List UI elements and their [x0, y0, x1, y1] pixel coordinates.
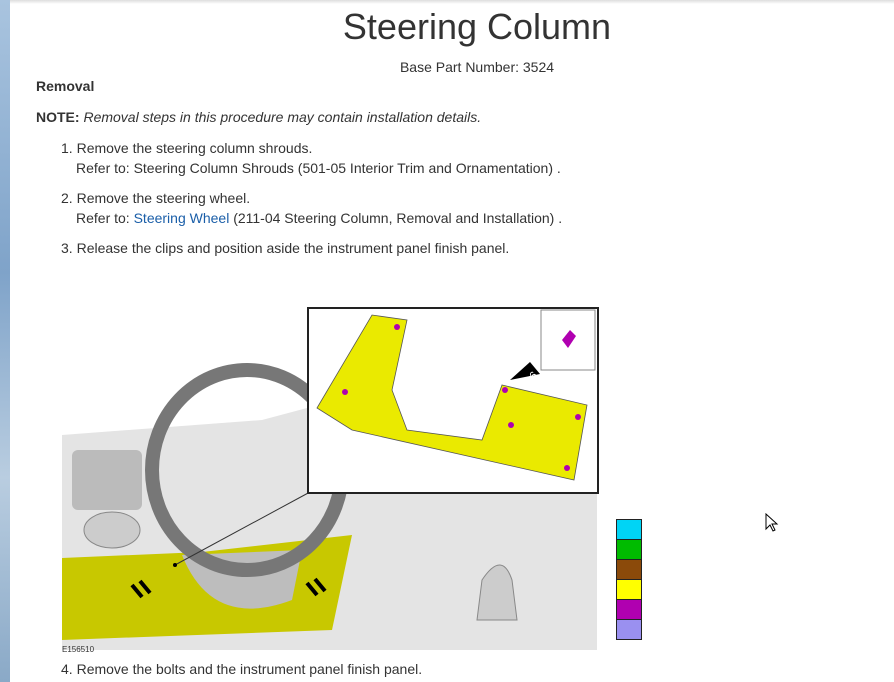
step-text: Remove the steering column shrouds. [76, 140, 313, 156]
step-2: 2. Remove the steering wheel. [61, 190, 250, 206]
callout-arrow [510, 362, 540, 380]
procedure-illustration: x6 E156510 [62, 307, 599, 654]
step-1-reference: Refer to: Steering Column Shrouds (501-0… [76, 160, 561, 176]
clip-markers [342, 324, 581, 471]
note-label: NOTE: [36, 109, 80, 125]
step-number: 1. [61, 140, 73, 156]
gear-shifter [476, 564, 518, 621]
air-vent [72, 450, 142, 510]
step-number: 3. [61, 240, 73, 256]
note: NOTE: Removal steps in this procedure ma… [36, 109, 481, 125]
mouse-cursor-icon [765, 513, 779, 532]
step-number: 4. [61, 661, 73, 677]
step-4: 4. Remove the bolts and the instrument p… [61, 661, 422, 677]
page-title: Steering Column [342, 6, 612, 47]
clip-icon [562, 330, 576, 348]
refer-suffix: (211-04 Steering Column, Removal and Ins… [229, 210, 563, 226]
step-text: Remove the bolts and the instrument pane… [76, 661, 423, 677]
legend-swatch-lavender [617, 620, 641, 639]
legend-swatch-magenta [617, 600, 641, 620]
color-legend [616, 519, 642, 640]
legend-swatch-yellow [617, 580, 641, 600]
leader-line [174, 491, 311, 566]
window-edge [0, 0, 10, 682]
base-part-number: Base Part Number: 3524 [399, 59, 555, 75]
section-heading: Removal [36, 78, 95, 94]
figure-id: E156510 [62, 645, 95, 654]
step-number: 2. [61, 190, 73, 206]
step-1: 1. Remove the steering column shrouds. [61, 140, 312, 156]
step-3: 3. Release the clips and position aside … [61, 240, 509, 256]
legend-swatch-green [617, 540, 641, 560]
leader-dot [173, 563, 177, 567]
headlamp-switch [83, 511, 141, 549]
step-text: Remove the steering wheel. [76, 190, 251, 206]
legend-swatch-brown [617, 560, 641, 580]
step-text: Release the clips and position aside the… [76, 240, 510, 256]
refer-prefix: Refer to: [76, 210, 134, 226]
top-shadow [10, 0, 894, 4]
steering-wheel-link[interactable]: Steering Wheel [133, 210, 230, 226]
arrow-icon [130, 579, 152, 599]
finish-panel-detail [316, 314, 588, 481]
legend-swatch-cyan [617, 520, 641, 540]
arrow-icon [305, 577, 327, 597]
step-2-reference: Refer to: Steering Wheel (211-04 Steerin… [76, 210, 562, 226]
note-text: Removal steps in this procedure may cont… [83, 109, 482, 125]
